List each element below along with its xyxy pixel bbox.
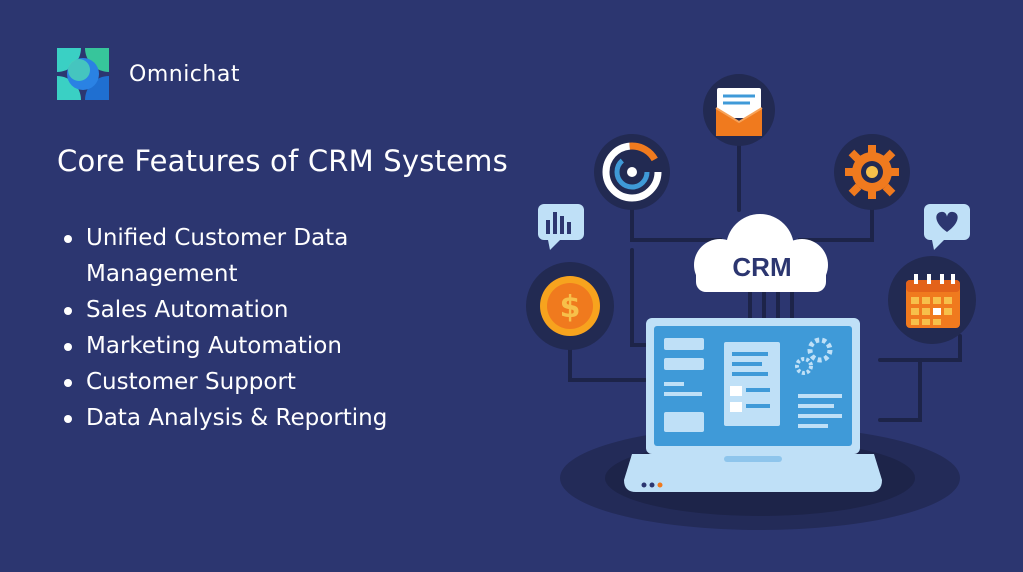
bar-chart-bubble-icon — [538, 204, 584, 250]
feature-item: Unified Customer Data Management — [62, 220, 442, 292]
calendar-icon — [888, 256, 976, 344]
feature-item: Marketing Automation — [62, 328, 442, 364]
svg-text:$: $ — [560, 290, 581, 325]
feature-item: Data Analysis & Reporting — [62, 400, 442, 436]
feature-item: Customer Support — [62, 364, 442, 400]
heart-bubble-icon — [924, 204, 970, 250]
page-title: Core Features of CRM Systems — [57, 144, 508, 178]
cloud-label: CRM — [732, 252, 791, 282]
laptop-icon — [624, 318, 882, 492]
crm-illustration: $ — [520, 60, 1000, 540]
feature-item: Sales Automation — [62, 292, 442, 328]
crm-illustration-svg: $ — [526, 74, 976, 530]
omnichat-logo-icon — [57, 48, 109, 100]
email-icon — [703, 74, 775, 146]
brand-logo[interactable]: Omnichat — [57, 48, 240, 100]
gauge-icon — [594, 134, 670, 210]
dollar-coin-icon: $ — [526, 262, 614, 350]
gear-icon — [834, 134, 910, 210]
feature-list: Unified Customer Data Management Sales A… — [62, 220, 442, 436]
brand-name: Omnichat — [129, 61, 240, 87]
cloud-icon: CRM — [694, 214, 828, 292]
